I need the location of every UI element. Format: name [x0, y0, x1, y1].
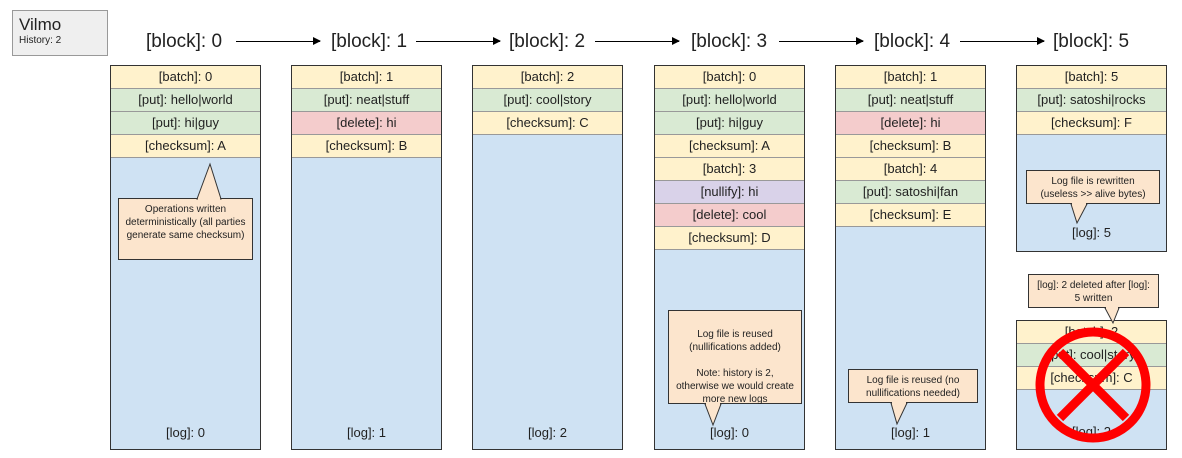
log-file-block-5: [batch]: 5 [put]: satoshi|rocks [checksu… [1016, 65, 1167, 252]
callout-text: Log file is rewritten (useless >> alive … [1040, 176, 1146, 200]
log-label: [log]: 5 [1071, 225, 1112, 240]
block-5-label: [block]: 5 [1053, 31, 1130, 52]
row-checksum: [checksum]: B [292, 135, 441, 158]
log-label: [log]: 2 [527, 425, 568, 440]
block-3-label: [block]: 3 [691, 31, 768, 52]
callout-rewritten: Log file is rewritten (useless >> alive … [1026, 170, 1160, 225]
arrow-4-to-5 [960, 37, 1045, 45]
block-2-label: [block]: 2 [509, 31, 586, 52]
arrow-2-to-3 [595, 37, 680, 45]
row-batch: [batch]: 4 [836, 158, 985, 181]
row-put: [put]: hello|world [655, 89, 804, 112]
row-put: [put]: satoshi|rocks [1017, 89, 1166, 112]
row-checksum: [checksum]: E [836, 204, 985, 227]
log-label: [log]: 1 [890, 425, 931, 440]
arrow-3-to-4 [779, 37, 864, 45]
callout-text: Operations written deterministically (al… [125, 204, 246, 241]
log-file-block-2: [batch]: 2 [put]: cool|story [checksum]:… [472, 65, 623, 450]
callout-tail [890, 402, 908, 426]
log-label: [log]: 1 [346, 425, 387, 440]
row-put: [put]: neat|stuff [836, 89, 985, 112]
row-delete: [delete]: hi [836, 112, 985, 135]
row-batch: [batch]: 5 [1017, 66, 1166, 89]
row-batch: [batch]: 1 [836, 66, 985, 89]
row-batch: [batch]: 1 [292, 66, 441, 89]
log-file-block-1: [batch]: 1 [put]: neat|stuff [delete]: h… [291, 65, 442, 450]
prohibited-circle [1035, 327, 1151, 443]
row-checksum: [checksum]: A [111, 135, 260, 158]
callout-reused-nullify: Log file is reused (nullifications added… [668, 310, 802, 427]
row-nullify: [nullify]: hi [655, 181, 804, 204]
history-setting: History: 2 [19, 35, 62, 46]
callout-tail [196, 162, 222, 200]
callout-text: Log file is reused (nullifications added… [676, 329, 794, 405]
row-put: [put]: hello|world [111, 89, 260, 112]
arrow-0-to-1 [236, 37, 321, 45]
arrow-1-to-2 [416, 37, 501, 45]
callout-tail [1104, 307, 1120, 325]
row-delete: [delete]: cool [655, 204, 804, 227]
log-label: [log]: 0 [709, 425, 750, 440]
block-1-label: [block]: 1 [331, 31, 408, 52]
row-checksum: [checksum]: C [473, 112, 622, 135]
row-checksum: [checksum]: A [655, 135, 804, 158]
row-batch: [batch]: 3 [655, 158, 804, 181]
callout-text: Log file is reused (no nullifications ne… [866, 375, 960, 399]
row-checksum: [checksum]: B [836, 135, 985, 158]
callout-tail [1070, 203, 1088, 225]
prohibited-icon [1035, 327, 1151, 443]
row-batch: [batch]: 0 [111, 66, 260, 89]
callout-deterministic: Operations written deterministically (al… [118, 162, 253, 260]
row-put: [put]: satoshi|fan [836, 181, 985, 204]
cross-stroke-2 [1056, 348, 1130, 422]
row-put: [put]: neat|stuff [292, 89, 441, 112]
callout-text: [log]: 2 deleted after [log]: 5 written [1037, 280, 1150, 304]
row-put: [put]: cool|story [473, 89, 622, 112]
row-put: [put]: hi|guy [655, 112, 804, 135]
block-0-label: [block]: 0 [146, 31, 223, 52]
row-put: [put]: hi|guy [111, 112, 260, 135]
callout-deleted: [log]: 2 deleted after [log]: 5 written [1028, 274, 1159, 325]
diagram-title: Vilmo [19, 15, 62, 34]
row-delete: [delete]: hi [292, 112, 441, 135]
row-checksum: [checksum]: F [1017, 112, 1166, 135]
callout-tail [704, 403, 722, 427]
row-checksum: [checksum]: D [655, 227, 804, 250]
block-4-label: [block]: 4 [874, 31, 951, 52]
row-batch: [batch]: 2 [473, 66, 622, 89]
callout-reused-no-nullify: Log file is reused (no nullifications ne… [848, 369, 978, 426]
row-batch: [batch]: 0 [655, 66, 804, 89]
log-label: [log]: 0 [165, 425, 206, 440]
diagram-title-box: Vilmo History: 2 [12, 10, 108, 56]
